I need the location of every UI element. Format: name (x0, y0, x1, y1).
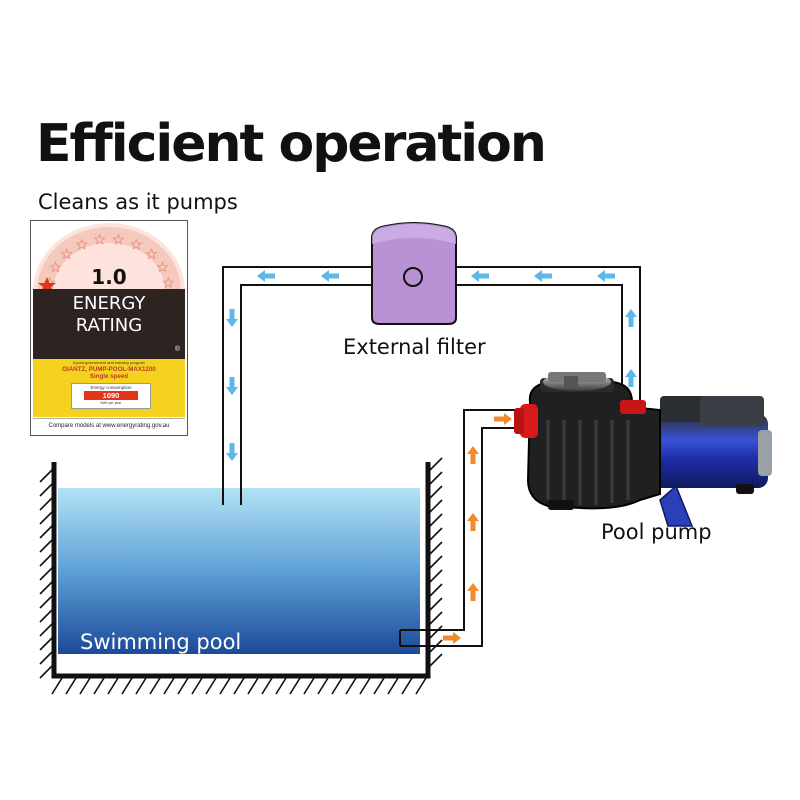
filter-port (403, 267, 423, 287)
external-filter (371, 222, 457, 325)
consumption-value: 1090 (84, 391, 138, 400)
registered-mark: ® (174, 346, 180, 353)
pump-motor (650, 414, 768, 488)
arrow-blue-icon (321, 270, 339, 282)
star-outline-icon (75, 238, 88, 250)
arrow-orange-icon (494, 413, 512, 425)
star-outline-icon (130, 238, 143, 250)
pool-water (58, 488, 420, 654)
consumption-box: Energy consumption 1090 kWh per year (71, 383, 151, 409)
energy-heading-1: ENERGY (72, 293, 146, 314)
pipe-return (222, 266, 641, 505)
arrow-blue-icon (471, 270, 489, 282)
star-outline-icon (49, 261, 62, 273)
arrow-blue-icon (534, 270, 552, 282)
arrow-blue-icon (226, 309, 238, 327)
arrow-blue-icon (625, 309, 637, 327)
program-note: A joint government and industry program (72, 360, 146, 365)
page-title: Efficient operation (36, 114, 547, 174)
star-outline-icon (156, 261, 169, 273)
energy-details-panel: A joint government and industry program … (33, 359, 185, 417)
arrow-orange-icon (467, 583, 479, 601)
consumption-label: Energy consumption (90, 385, 132, 390)
pool-hatching (39, 457, 443, 695)
label-pool-pump: Pool pump (601, 520, 712, 544)
pool-structure (39, 457, 443, 695)
intake-flow-arrows (443, 413, 512, 644)
label-swimming-pool: Swimming pool (80, 630, 242, 654)
pool-pump (514, 372, 772, 527)
return-flow-arrows (226, 270, 637, 461)
model-info: GIANTZ, PUMP-POOL-MAX1200 Single speed (33, 366, 185, 381)
arrow-orange-icon (443, 632, 461, 644)
star-outline-icon (112, 233, 125, 245)
arrow-blue-icon (226, 443, 238, 461)
star-outline-icon (60, 247, 73, 260)
label-external-filter: External filter (343, 335, 486, 359)
pool-wall (51, 462, 431, 679)
star-icon (38, 277, 56, 291)
star-arc (33, 223, 185, 291)
star-outline-icon (93, 233, 106, 245)
pump-inlet-port (520, 404, 538, 438)
star-outline-icon (145, 247, 158, 260)
pipe-intake (399, 409, 520, 647)
model-line: GIANTZ, PUMP-POOL-MAX1200 (62, 366, 156, 373)
pump-outlet-port (620, 400, 646, 414)
speed-line: Single speed (89, 372, 129, 380)
page-subtitle: Cleans as it pumps (38, 190, 238, 214)
arrow-orange-icon (467, 513, 479, 531)
arrow-blue-icon (257, 270, 275, 282)
arrow-blue-icon (597, 270, 615, 282)
consumption-unit: kWh per year (100, 401, 122, 405)
energy-rating-band: ENERGY RATING ® (33, 289, 185, 359)
arrow-blue-icon (226, 377, 238, 395)
energy-heading-2: RATING (75, 315, 143, 336)
arrow-blue-icon (625, 369, 637, 387)
star-outline-icon (162, 276, 175, 289)
arrow-orange-icon (467, 446, 479, 464)
energy-rating-label: 1.0 ENERGY RATING ® A joint government a… (30, 220, 188, 436)
star-rating-value: 1.0 (91, 265, 127, 289)
energy-footer: Compare models at www.energyrating.gov.a… (33, 418, 185, 433)
